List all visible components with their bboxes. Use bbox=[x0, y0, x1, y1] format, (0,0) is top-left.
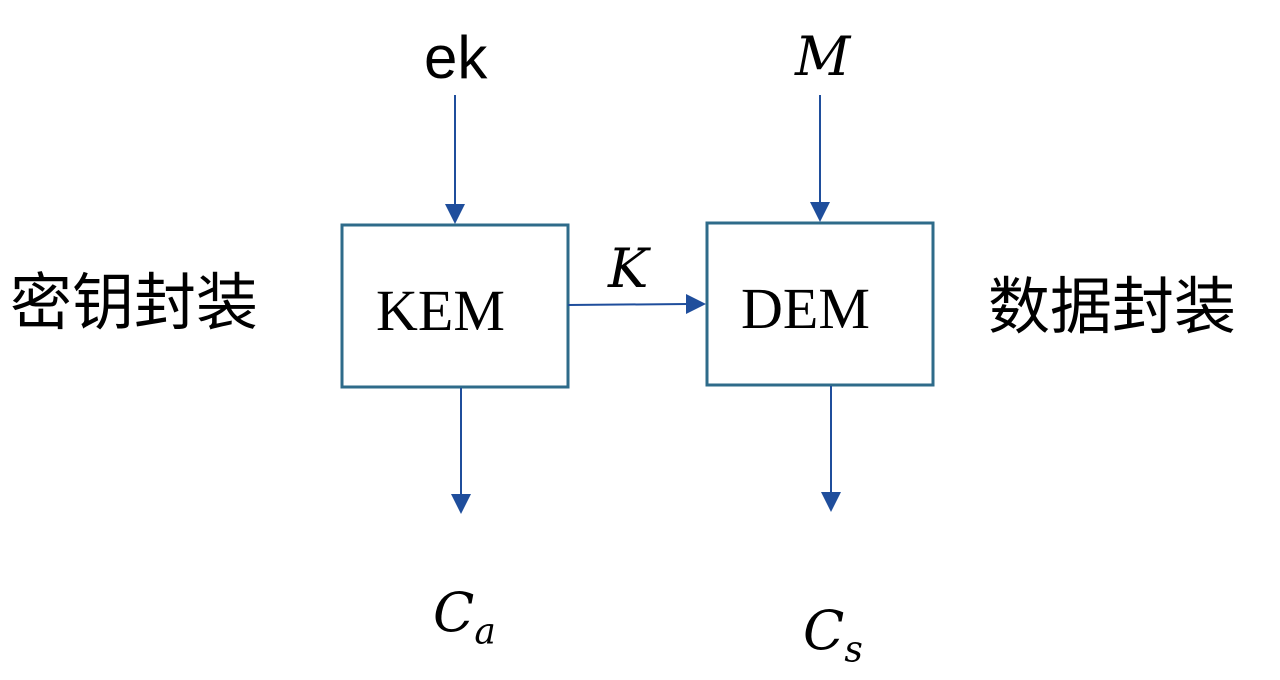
ca-output-label: Ca bbox=[433, 586, 496, 651]
kem-box bbox=[340, 223, 570, 389]
dem-caption: 数据封装 bbox=[988, 270, 1237, 343]
cs-output-label: Cs bbox=[803, 604, 863, 669]
key-label: K bbox=[608, 237, 649, 300]
ek-input-label: ek bbox=[424, 24, 488, 91]
kem-to-ca-arrow bbox=[451, 388, 471, 514]
m-input-label: M bbox=[795, 25, 851, 88]
cs-output-sub: s bbox=[844, 629, 863, 671]
ca-output-sub: a bbox=[474, 611, 496, 653]
dem-box bbox=[705, 221, 935, 387]
kem-caption: 密钥封装 bbox=[10, 266, 259, 339]
kem-to-dem-arrow bbox=[567, 294, 706, 314]
dem-to-cs-arrow bbox=[821, 386, 841, 512]
cs-output-base: C bbox=[803, 599, 845, 662]
ca-output-base: C bbox=[433, 581, 475, 644]
m-to-dem-arrow bbox=[810, 95, 830, 222]
dem-box-label: DEM bbox=[741, 276, 870, 341]
ek-to-kem-arrow bbox=[445, 95, 465, 224]
kem-box-label: KEM bbox=[376, 278, 505, 343]
